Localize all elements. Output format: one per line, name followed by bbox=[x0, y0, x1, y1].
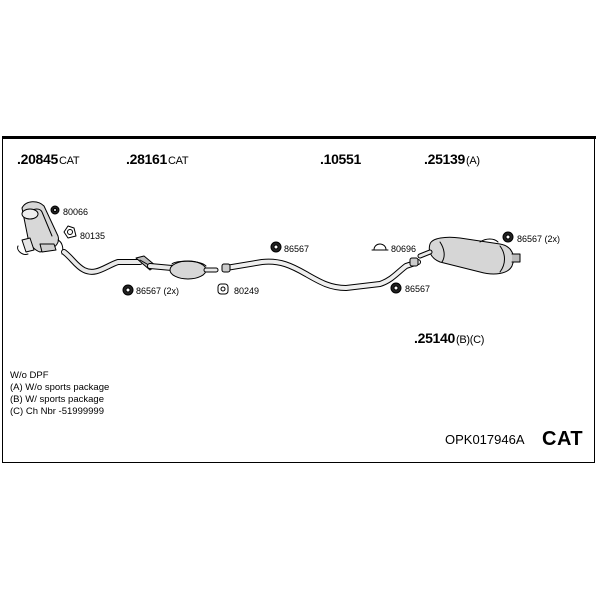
gasket-80135[interactable] bbox=[63, 225, 77, 239]
note-line: (A) W/o sports package bbox=[10, 382, 110, 393]
middle-pipe-part[interactable] bbox=[221, 257, 421, 291]
part-25139-label[interactable]: .25139(A) bbox=[424, 151, 480, 167]
cat-badge: CAT bbox=[542, 428, 584, 450]
hanger-ring-80066[interactable] bbox=[50, 205, 60, 215]
kit-code: OPK017946A bbox=[445, 432, 525, 447]
rear-muffler-part[interactable] bbox=[417, 236, 521, 275]
part-suffix: CAT bbox=[168, 155, 189, 167]
part-number: .25140 bbox=[414, 330, 456, 346]
rubber-hanger-86567-right[interactable] bbox=[390, 282, 402, 294]
rubber-hanger-86567-2x-right[interactable] bbox=[502, 231, 514, 243]
fitting-80135-label[interactable]: 80135 bbox=[80, 231, 106, 241]
front-pipe-part[interactable] bbox=[61, 249, 157, 275]
note-line: W/o DPF bbox=[10, 370, 49, 381]
fitting-80066-label[interactable]: 80066 bbox=[63, 207, 89, 217]
part-number: .10551 bbox=[320, 151, 362, 167]
part-number: .28161 bbox=[126, 151, 168, 167]
catalytic-converter-part[interactable] bbox=[17, 201, 64, 255]
part-20845-label[interactable]: .20845CAT bbox=[17, 151, 80, 167]
part-28161-label[interactable]: .28161CAT bbox=[126, 151, 189, 167]
part-suffix: (A) bbox=[466, 155, 480, 167]
part-suffix: CAT bbox=[59, 155, 80, 167]
fitting-86567-mid-label[interactable]: 86567 bbox=[284, 244, 310, 254]
fitting-80696-label[interactable]: 80696 bbox=[391, 244, 417, 254]
rubber-hanger-86567-mid[interactable] bbox=[270, 241, 282, 253]
clamp-80696[interactable] bbox=[371, 243, 389, 251]
fitting-86567-2x-left-label[interactable]: 86567 (2x) bbox=[136, 286, 180, 296]
part-number: .25139 bbox=[424, 151, 466, 167]
note-line: (B) W/ sports package bbox=[10, 394, 104, 405]
rubber-hanger-86567-left[interactable] bbox=[122, 284, 134, 296]
clamp-80249[interactable] bbox=[217, 283, 229, 295]
part-number: .20845 bbox=[17, 151, 59, 167]
part-10551-label[interactable]: .10551 bbox=[320, 151, 362, 167]
center-muffler-part[interactable] bbox=[147, 260, 219, 280]
part-25140-label[interactable]: .25140(B)(C) bbox=[414, 330, 484, 346]
note-line: (C) Ch Nbr -51999999 bbox=[10, 406, 104, 417]
part-suffix: (B)(C) bbox=[456, 334, 485, 346]
fitting-80249-label[interactable]: 80249 bbox=[234, 286, 260, 296]
notes-block: W/o DPF (A) W/o sports package (B) W/ sp… bbox=[10, 370, 109, 418]
fitting-86567-right-label[interactable]: 86567 bbox=[405, 284, 431, 294]
fitting-86567-2x-right-label[interactable]: 86567 (2x) bbox=[517, 234, 561, 244]
frame-top-rule bbox=[2, 136, 596, 139]
